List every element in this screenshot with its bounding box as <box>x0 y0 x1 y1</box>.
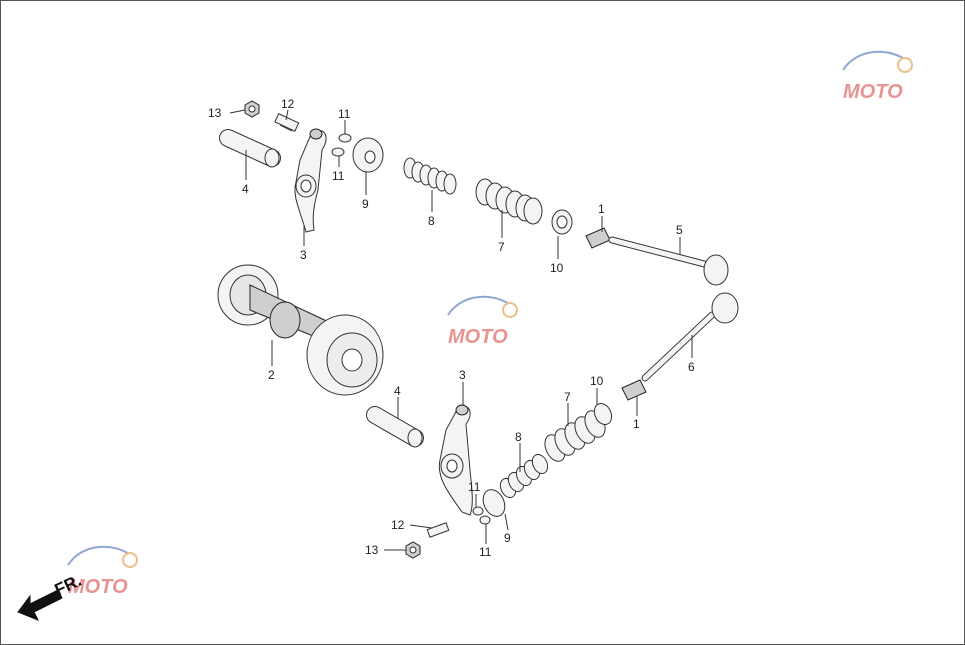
valve-intake <box>608 236 729 286</box>
callout-7-lower: 7 <box>564 390 571 404</box>
callout-12-upper: 12 <box>281 97 295 111</box>
callout-7-upper: 7 <box>498 240 505 254</box>
callout-6: 6 <box>688 360 695 374</box>
adjust-screw-lower <box>426 522 450 538</box>
spring-outer-lower <box>544 410 606 462</box>
valve-exhaust <box>641 292 739 382</box>
leader-lines <box>229 109 693 551</box>
callout-3-upper: 3 <box>300 248 307 262</box>
callout-13-upper: 13 <box>208 106 222 120</box>
callout-10-lower: 10 <box>590 374 604 388</box>
watermark-text: MOTO <box>448 326 508 348</box>
callout-4-lower: 4 <box>394 384 401 398</box>
callout-13-lower: 13 <box>365 543 379 557</box>
valve-seal-lower <box>621 379 647 401</box>
nut-upper <box>244 100 260 118</box>
callout-3-lower: 3 <box>459 368 466 382</box>
rocker-shaft-upper <box>219 129 281 168</box>
nut-lower <box>405 541 421 559</box>
clip-lower-2 <box>479 515 491 525</box>
clip-upper-1 <box>338 133 352 143</box>
callout-1-upper: 1 <box>598 202 605 216</box>
callout-4-upper: 4 <box>242 182 249 196</box>
callout-5: 5 <box>676 223 683 237</box>
retainer-upper <box>352 137 384 173</box>
rocker-arm-upper <box>294 128 327 233</box>
callout-1-lower: 1 <box>633 417 640 431</box>
spring-seat-upper <box>551 209 573 235</box>
callout-9-lower: 9 <box>504 531 511 545</box>
watermark-text: MOTO <box>68 576 128 598</box>
callout-11-upper-b: 11 <box>332 169 345 183</box>
spring-inner-lower <box>499 453 549 499</box>
front-arrow-icon <box>17 589 63 621</box>
callout-11-lower-a: 11 <box>468 480 481 494</box>
callout-12-lower: 12 <box>391 518 405 532</box>
callout-11-upper-a: 11 <box>338 107 351 121</box>
watermark-top-right: MOTO <box>842 50 913 103</box>
spring-outer-upper <box>475 178 543 225</box>
clip-upper-2 <box>331 147 345 157</box>
spring-inner-upper <box>403 157 457 195</box>
clip-lower-1 <box>472 506 484 516</box>
callout-9-upper: 9 <box>362 197 369 211</box>
adjust-screw-upper <box>274 113 300 132</box>
rocker-arm-lower <box>438 404 473 516</box>
watermark-text: MOTO <box>843 81 903 103</box>
callout-11-lower-b: 11 <box>479 545 492 559</box>
callout-8-upper: 8 <box>428 214 435 228</box>
rocker-shaft-lower <box>366 406 424 448</box>
spring-seat-lower <box>593 402 613 426</box>
callout-8-lower: 8 <box>515 430 522 444</box>
retainer-lower <box>482 489 506 517</box>
watermark-bottom-left: MOTO <box>67 545 138 598</box>
watermark-center: MOTO <box>447 295 518 348</box>
camshaft <box>217 264 384 396</box>
callout-2: 2 <box>268 368 275 382</box>
callout-10-upper: 10 <box>550 261 564 275</box>
